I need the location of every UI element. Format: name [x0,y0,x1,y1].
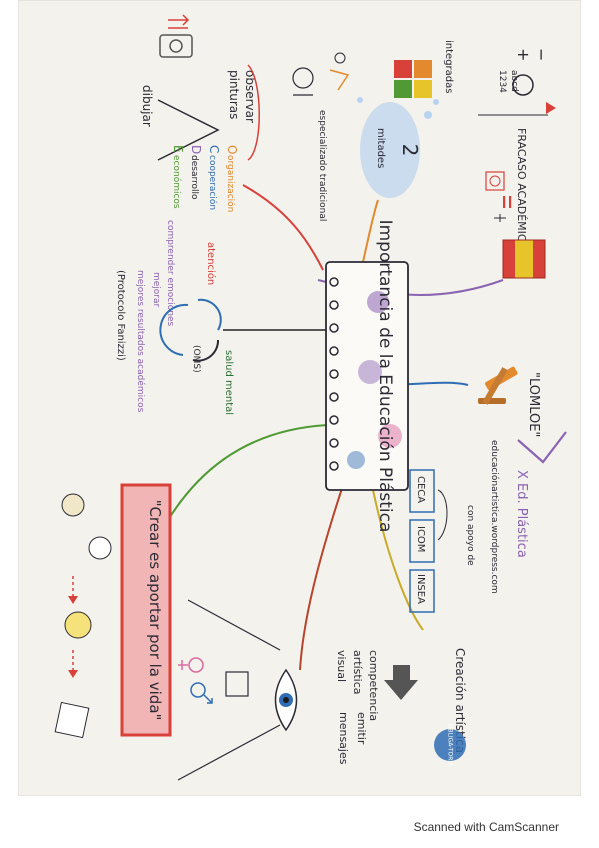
connector-creation [372,489,424,631]
support-label: con apoyo de [465,505,475,566]
spain-flag-icon [502,239,546,279]
ocde-letter-e: E [171,145,185,153]
academic-failure-title: FRACASO ACADÉMICO [515,128,528,251]
abc-label: abcd [509,70,519,92]
emit-label: emitir [355,712,368,745]
microscope-icon [159,34,193,58]
check-mark-icon [517,431,567,464]
attention-label: atención [205,242,217,285]
clock-icon [485,171,505,191]
scanned-mind-map: Importancia de la Educación Plástica − +… [18,0,581,796]
creation-title: Creación artística [453,648,467,753]
drawing-paper-icon [54,701,90,739]
artistic-label: artística [351,650,364,695]
ocde-letter-o: O [225,145,239,154]
puzzle-icon [394,60,432,98]
brain-cloud-icon [360,102,420,198]
figure-face-icon [61,493,85,517]
who-label: (OMS) [191,345,201,373]
integrated-label: integradas [443,40,454,93]
blog-url: educaciónartistica.wordpress.com [489,440,500,594]
observe-label: observar [243,70,257,123]
number-label: 1234 [497,70,507,93]
specialized-label: especializado tradicional [317,110,327,221]
warning-triangle-icon [546,102,556,114]
ocde-letter-d: D [189,145,203,154]
ocde-letter-c: C [207,145,221,153]
plus-sign: + [514,48,533,61]
minus-sign: − [532,48,551,61]
gavel-icon [478,366,518,405]
methods-block: observar pinturas dibujar O organización… [140,14,260,212]
mandatory-badge-label: OBLIGA-TORIA [447,724,454,768]
center-title: Importancia de la Educación Plástica [375,220,395,533]
better-results-label: mejores resultados académicos [135,270,146,413]
gymnast-icon [329,52,350,91]
connector-quote [167,424,329,521]
specialist-person-icon [292,67,314,96]
ocde-word-o: organización [225,155,236,212]
wellbeing-block: atención mejorar comprender emociones me… [115,220,234,415]
paintings-label: pinturas [227,70,241,119]
mental-health-label: salud mental [223,350,234,415]
artistic-creation-block: Creación artística OBLIGA-TORIA competen… [335,648,467,767]
scanner-watermark: Scanned with CamScanner [413,820,559,834]
draw-label: dibujar [140,85,154,127]
lomloe-block: "LOMLOE" [478,366,541,437]
ocde-word-c: cooperación [207,155,218,210]
messages-label: mensajes [337,712,350,765]
connector-eye [299,469,349,671]
org-insea: INSEA [415,574,426,604]
subject-label: X Ed. Plástica [514,470,529,558]
intelligences-count: 2 [398,144,422,157]
idea-face-icon [64,611,92,639]
mandatory-badge [434,729,466,761]
quote-text: "Crear es aportar por la vida" [146,500,164,721]
academic-failure-block: − + abcd 1234 FRACASO ACADÉMICO [478,48,556,251]
ocde-list: O organización C cooperación D desarroll… [171,145,239,212]
connector-ocde [242,184,324,271]
intelligences-label: mitades [375,128,386,168]
connector-brain [362,199,379,263]
arrow-down-icon [384,665,418,700]
protocol-label: (Protocolo Fanizzi) [115,270,126,361]
center-notebook: Importancia de la Educación Plástica [325,220,409,533]
arrow-right-icon [168,14,190,29]
eye-block [177,599,298,781]
cycle-arrows-icon [159,298,222,362]
speech-bubble-icon [88,536,112,560]
male-symbol-icon [190,682,206,698]
head-icon [512,74,534,96]
ocde-word-e: económicos [171,155,182,209]
improve-label: mejorar [151,272,161,308]
competence-label: competencia [367,650,380,721]
intelligences-block: 2 mitades integradas especializado tradi… [292,40,454,221]
org-ceca: CECA [415,476,426,503]
quote-block: "Crear es aportar por la vida" [120,483,172,737]
org-icom: ICOM [415,526,426,552]
figures-block [54,493,112,739]
lomloe-title: "LOMLOE" [526,372,541,437]
visual-label: visual [335,650,348,682]
frame-icon [225,671,249,697]
organization-boxes: CECA ICOM INSEA [409,469,448,613]
female-symbol-icon [188,657,204,673]
paint-brushes-icon [157,99,220,161]
understand-emotions-label: comprender emociones [165,220,175,326]
associations-block: X Ed. Plástica educaciónartistica.wordpr… [409,431,567,613]
ocde-word-d: desarrollo [189,155,199,200]
